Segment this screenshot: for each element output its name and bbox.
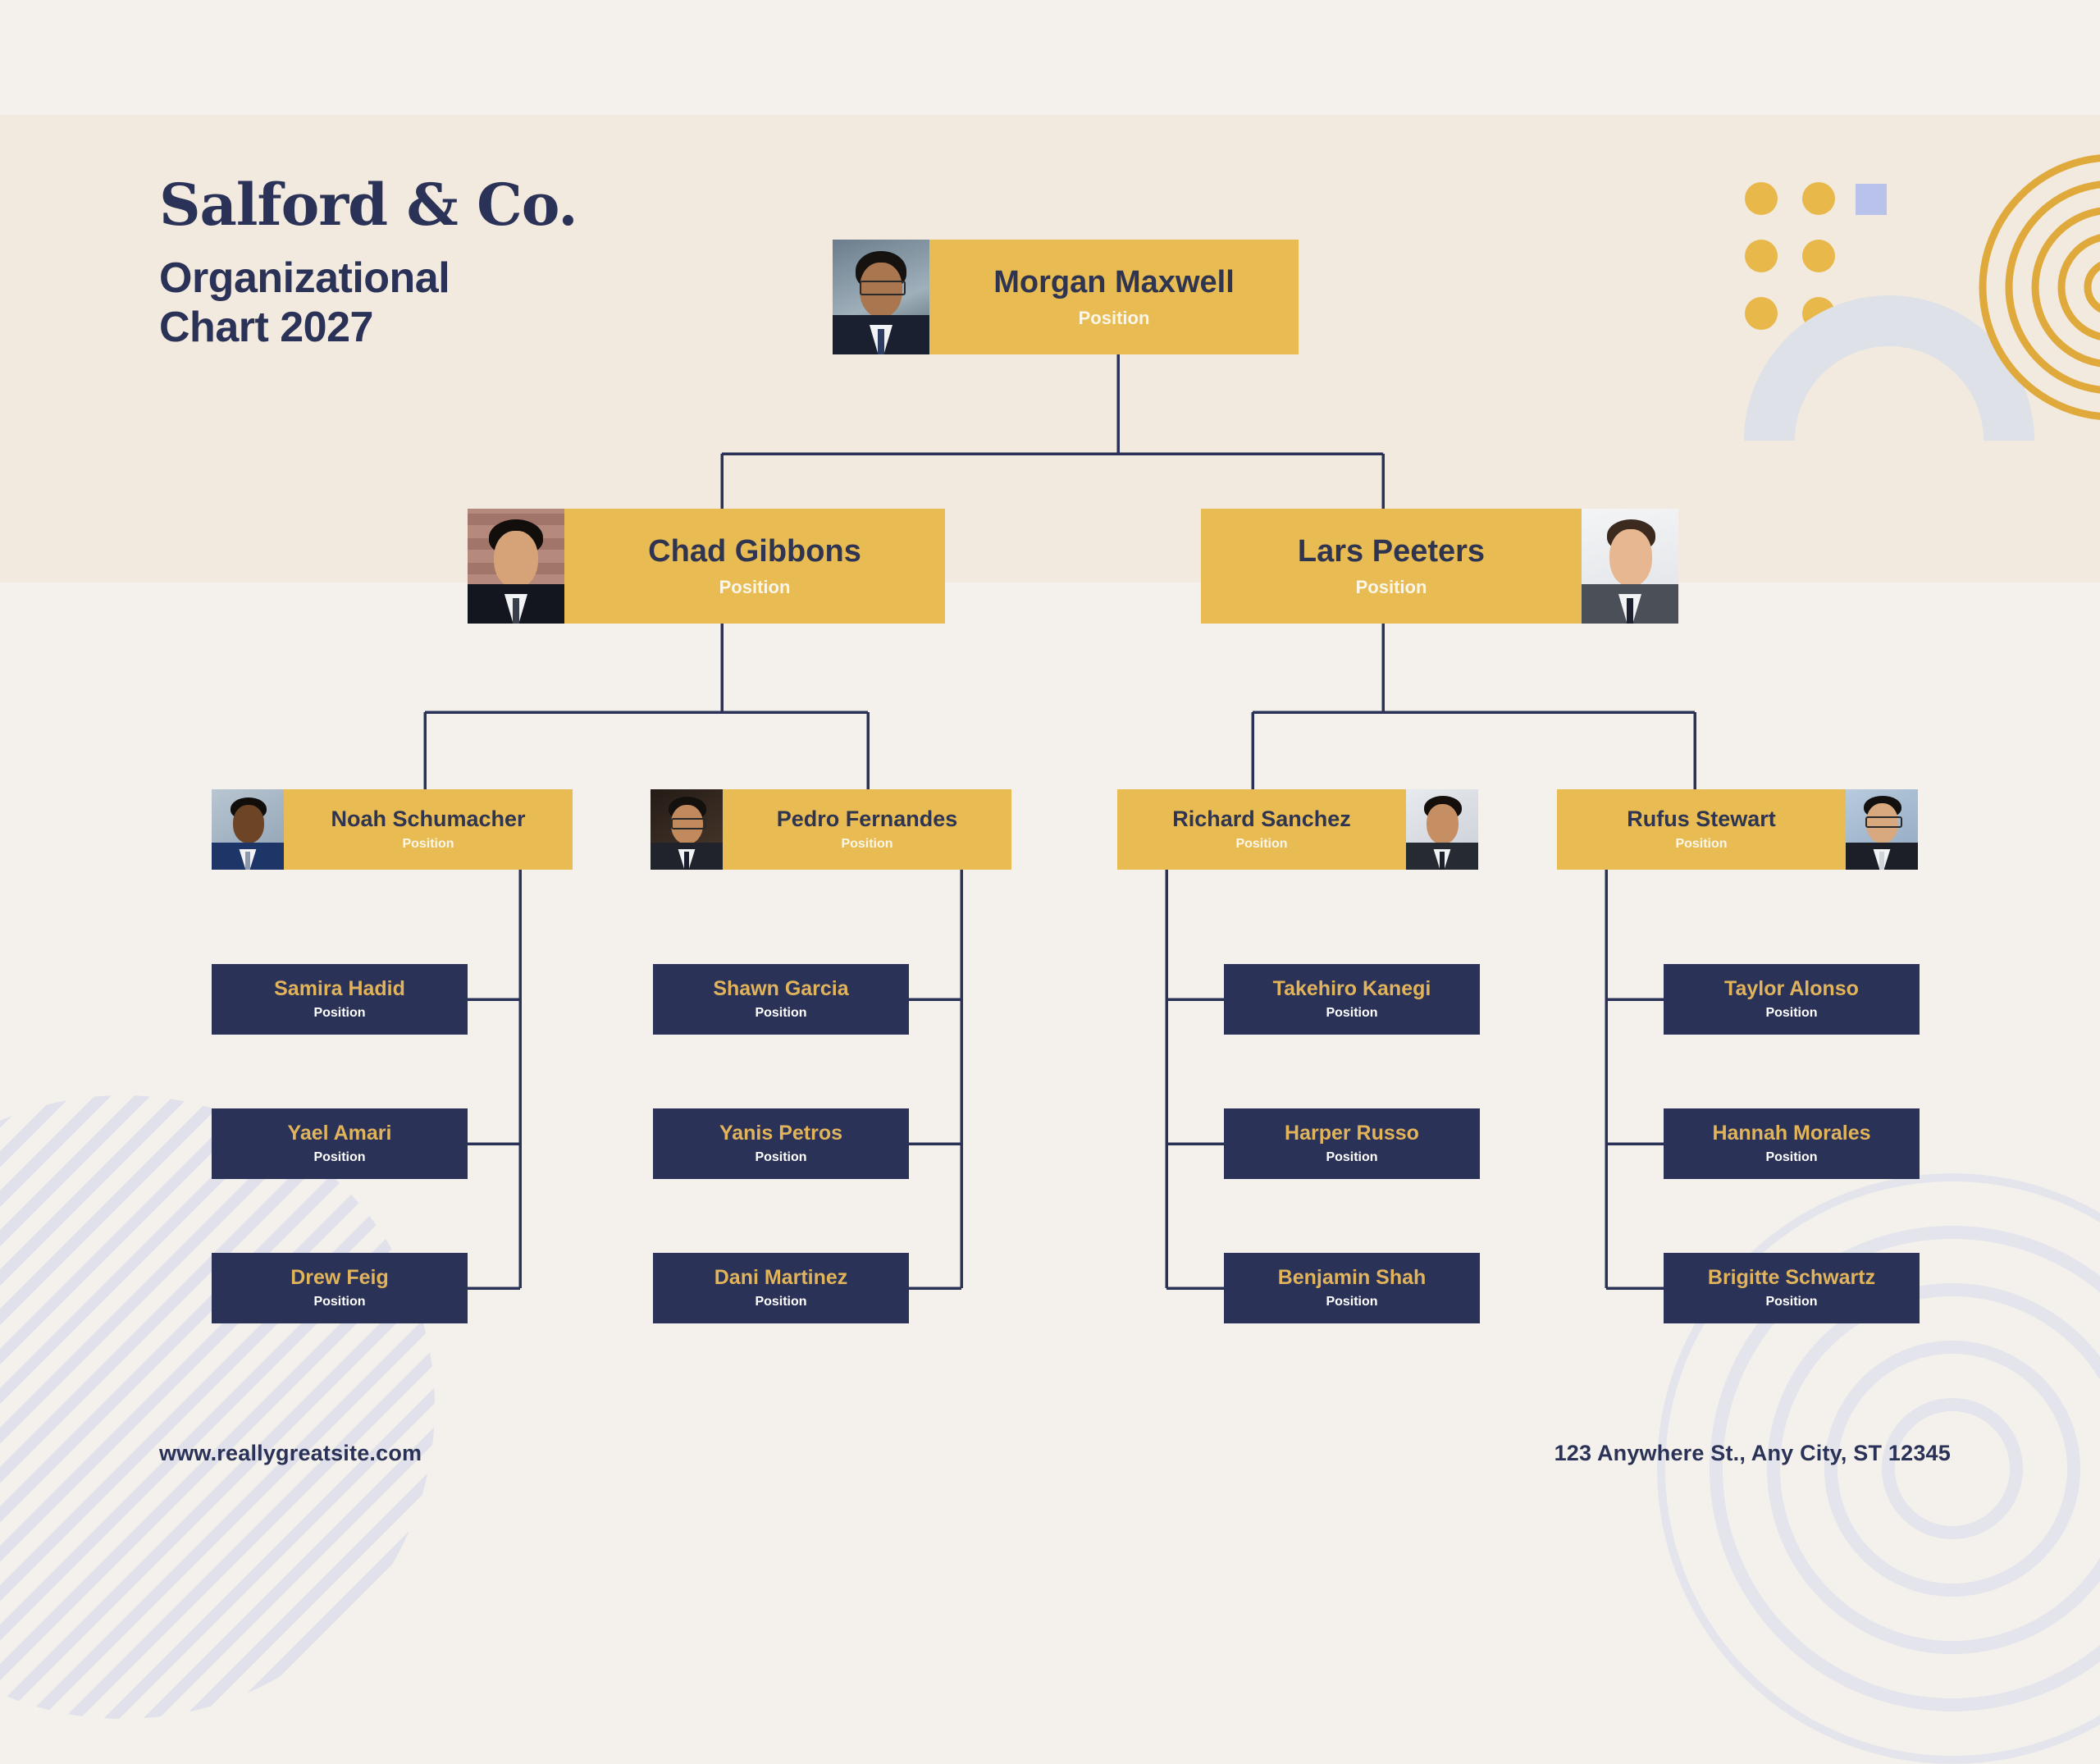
org-node-noah[interactable]: Noah Schumacher Position	[212, 789, 573, 870]
gold-concentric-arcs-decoration	[1842, 152, 2100, 423]
chart-subtitle-line1: Organizational	[159, 254, 450, 302]
org-node-body: Lars Peeters Position	[1201, 509, 1582, 624]
org-node-position: Position	[1235, 837, 1288, 852]
org-node-name: Lars Peeters	[1297, 533, 1486, 569]
org-node-name: Yanis Petros	[719, 1121, 843, 1145]
org-node-position: Position	[1078, 308, 1150, 329]
org-node-yael[interactable]: Yael Amari Position	[212, 1108, 468, 1179]
org-node-name: Hannah Morales	[1712, 1121, 1871, 1145]
org-node-position: Position	[1326, 1295, 1378, 1309]
org-node-name: Rufus Stewart	[1627, 806, 1776, 831]
org-node-dani[interactable]: Dani Martinez Position	[653, 1253, 909, 1323]
org-node-body: Noah Schumacher Position	[284, 789, 573, 870]
org-node-pedro[interactable]: Pedro Fernandes Position	[651, 789, 1011, 870]
org-node-name: Takehiro Kanegi	[1272, 976, 1431, 1000]
org-node-position: Position	[313, 1295, 366, 1309]
org-node-position: Position	[1355, 577, 1427, 598]
org-node-name: Taylor Alonso	[1724, 976, 1859, 1000]
org-node-position: Position	[841, 837, 893, 852]
org-node-position: Position	[755, 1150, 807, 1165]
footer-website[interactable]: www.reallygreatsite.com	[159, 1441, 422, 1465]
org-node-yanis[interactable]: Yanis Petros Position	[653, 1108, 909, 1179]
page-title: Salford & Co.	[159, 171, 578, 239]
org-node-position: Position	[1765, 1150, 1818, 1165]
connector-lines	[423, 354, 1696, 1290]
org-node-position: Position	[755, 1006, 807, 1021]
org-node-harper[interactable]: Harper Russo Position	[1224, 1108, 1480, 1179]
title-block: Salford & Co. Organizational Chart 2027	[159, 176, 578, 353]
avatar-morgan	[833, 240, 929, 354]
org-node-name: Shawn Garcia	[713, 976, 849, 1000]
dot-grid-decoration	[1745, 182, 1835, 330]
org-node-position: Position	[1326, 1006, 1378, 1021]
org-node-morgan[interactable]: Morgan Maxwell Position	[833, 240, 1299, 354]
avatar-noah	[212, 789, 284, 870]
org-node-position: Position	[755, 1295, 807, 1309]
avatar-chad	[468, 509, 564, 624]
org-node-benjamin[interactable]: Benjamin Shah Position	[1224, 1253, 1480, 1323]
org-node-position: Position	[1675, 837, 1728, 852]
avatar-lars	[1582, 509, 1678, 624]
org-node-samira[interactable]: Samira Hadid Position	[212, 964, 468, 1035]
org-node-name: Morgan Maxwell	[993, 264, 1235, 299]
org-node-position: Position	[1326, 1150, 1378, 1165]
avatar-richard	[1406, 789, 1478, 870]
org-node-body: Pedro Fernandes Position	[723, 789, 1011, 870]
org-node-name: Benjamin Shah	[1277, 1265, 1427, 1289]
org-node-body: Richard Sanchez Position	[1117, 789, 1406, 870]
org-node-takehiro[interactable]: Takehiro Kanegi Position	[1224, 964, 1480, 1035]
org-node-name: Yael Amari	[287, 1121, 392, 1145]
org-node-name: Dani Martinez	[714, 1265, 848, 1289]
chart-subtitle: Organizational Chart 2027	[159, 254, 578, 353]
org-node-position: Position	[402, 837, 454, 852]
org-node-body: Chad Gibbons Position	[564, 509, 945, 624]
org-node-position: Position	[313, 1150, 366, 1165]
org-node-name: Samira Hadid	[274, 976, 405, 1000]
org-node-taylor[interactable]: Taylor Alonso Position	[1664, 964, 1920, 1035]
org-node-name: Noah Schumacher	[331, 806, 526, 831]
org-node-position: Position	[719, 577, 791, 598]
org-node-position: Position	[313, 1006, 366, 1021]
org-node-chad[interactable]: Chad Gibbons Position	[468, 509, 945, 624]
org-node-position: Position	[1765, 1295, 1818, 1309]
org-node-shawn[interactable]: Shawn Garcia Position	[653, 964, 909, 1035]
org-node-drew[interactable]: Drew Feig Position	[212, 1253, 468, 1323]
org-node-richard[interactable]: Richard Sanchez Position	[1117, 789, 1478, 870]
org-node-name: Pedro Fernandes	[776, 806, 958, 831]
org-node-body: Morgan Maxwell Position	[929, 240, 1299, 354]
org-node-lars[interactable]: Lars Peeters Position	[1201, 509, 1678, 624]
org-node-name: Brigitte Schwartz	[1707, 1265, 1876, 1289]
footer-address: 123 Anywhere St., Any City, ST 12345	[1554, 1441, 1951, 1465]
org-node-position: Position	[1765, 1006, 1818, 1021]
org-node-name: Harper Russo	[1285, 1121, 1419, 1145]
avatar-pedro	[651, 789, 723, 870]
blue-square-decoration	[1856, 184, 1887, 215]
avatar-rufus	[1846, 789, 1918, 870]
org-node-name: Drew Feig	[290, 1265, 389, 1289]
org-node-name: Chad Gibbons	[648, 533, 861, 569]
org-node-body: Rufus Stewart Position	[1557, 789, 1846, 870]
org-node-rufus[interactable]: Rufus Stewart Position	[1557, 789, 1918, 870]
chart-subtitle-line2: Chart 2027	[159, 304, 373, 352]
org-node-hannah[interactable]: Hannah Morales Position	[1664, 1108, 1920, 1179]
org-node-brigitte[interactable]: Brigitte Schwartz Position	[1664, 1253, 1920, 1323]
org-node-name: Richard Sanchez	[1172, 806, 1351, 831]
